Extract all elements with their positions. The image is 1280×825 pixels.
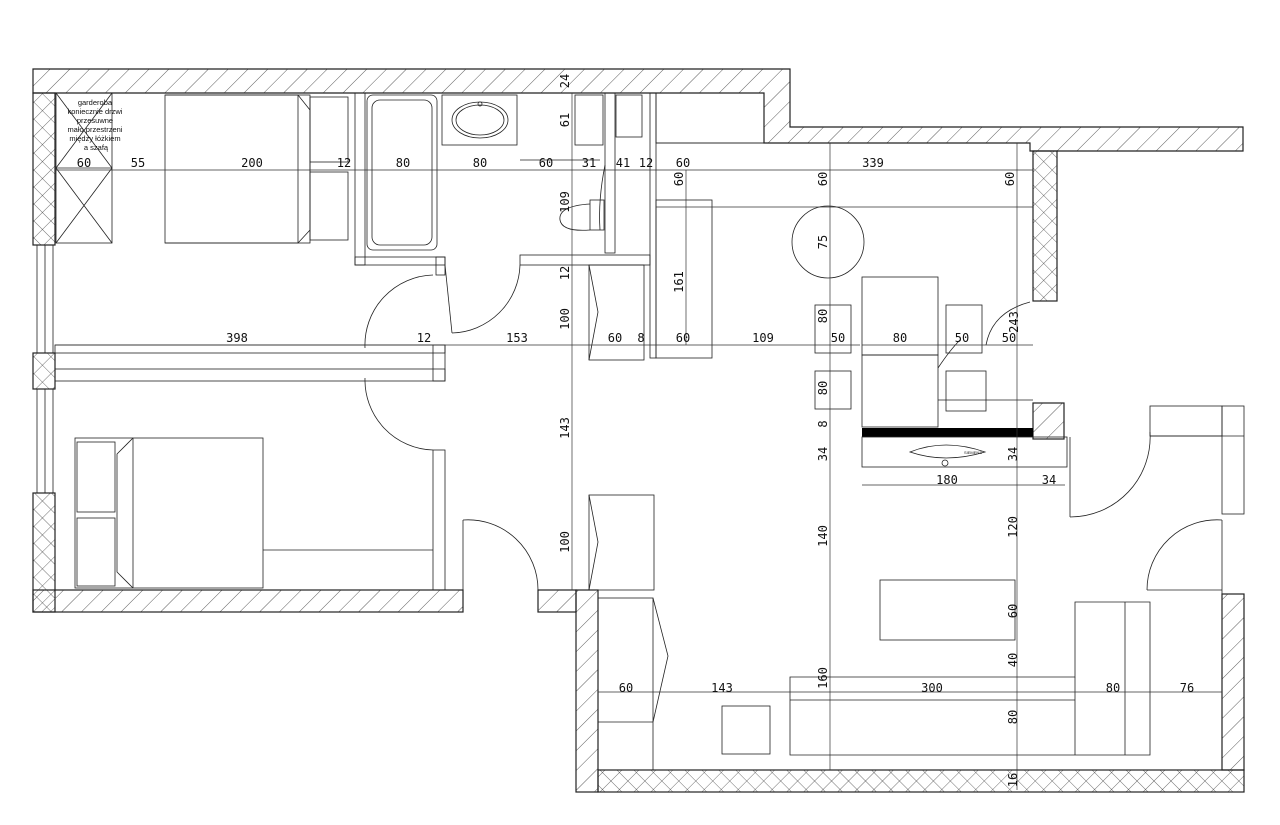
round-table — [791, 205, 865, 279]
sink — [441, 94, 518, 146]
dim-label: 41 — [616, 156, 630, 170]
dim-label: 34 — [1006, 447, 1020, 461]
coffee-table — [879, 579, 1016, 641]
dim-label: 109 — [558, 191, 572, 213]
left-windows — [36, 244, 54, 494]
dim-label: 50 — [831, 331, 845, 345]
dim-label: 300 — [921, 681, 943, 695]
bathroom-door — [520, 159, 606, 231]
dim-label: 120 — [1006, 516, 1020, 538]
dim-label: 31 — [582, 156, 596, 170]
dim-label: 80 — [1006, 710, 1020, 724]
sofa — [789, 601, 1151, 756]
dim-label: 100 — [558, 308, 572, 330]
dim-label: 50 — [955, 331, 969, 345]
dim-label: 398 — [226, 331, 248, 345]
dim-label: 75 — [816, 235, 830, 249]
dim-label: 60 — [816, 172, 830, 186]
dim-label: 143 — [558, 417, 572, 439]
dim-label: 61 — [558, 113, 572, 127]
desk-group — [814, 276, 1033, 428]
bar-counter: SIEMENS — [861, 428, 1068, 468]
dim-label: 80 — [816, 381, 830, 395]
bottom-stub-wall — [537, 589, 577, 613]
hall-cabinets — [588, 264, 655, 591]
dim-label: 12 — [639, 156, 653, 170]
exterior-walls — [32, 68, 1245, 793]
right-column — [1032, 402, 1065, 440]
entrance-doors — [1069, 431, 1223, 594]
toilet — [559, 94, 643, 231]
dim-label: 76 — [1180, 681, 1194, 695]
dim-label: 60 — [676, 331, 690, 345]
dim-label: 12 — [558, 266, 572, 280]
dim-label: 60 — [672, 172, 686, 186]
wardrobe-note: garderoba koniecznie drzwi przesuwne mał… — [67, 98, 124, 152]
dim-label: 55 — [131, 156, 145, 170]
right-wall-upper — [1032, 150, 1058, 302]
dim-label: 180 — [936, 473, 958, 487]
right-window — [1149, 405, 1245, 515]
bed-bottom — [74, 437, 433, 589]
dim-label: 160 — [816, 667, 830, 689]
dimension-labels: 60 55 200 12 80 80 60 31 41 12 60 339 24… — [77, 74, 1194, 787]
dim-label: 339 — [862, 156, 884, 170]
right-lower-wall — [1221, 593, 1245, 771]
kitchen-cabinets — [597, 597, 771, 771]
dim-label: 24 — [558, 74, 572, 88]
dim-label: 60 — [1003, 172, 1017, 186]
dim-label: 153 — [506, 331, 528, 345]
interior-walls — [54, 92, 765, 591]
dim-label: 161 — [672, 271, 686, 293]
dim-label: 60 — [539, 156, 553, 170]
dim-label: 60 — [77, 156, 91, 170]
dim-label: 140 — [816, 525, 830, 547]
bathtub — [366, 94, 438, 251]
dim-label: 12 — [417, 331, 431, 345]
dim-label: 100 — [558, 531, 572, 553]
kitchen-left-wall — [575, 589, 599, 793]
dim-label: 40 — [1006, 653, 1020, 667]
dim-label: 60 — [608, 331, 622, 345]
dim-label: 8 — [637, 331, 644, 345]
dim-label: 80 — [396, 156, 410, 170]
dimension-lines — [55, 93, 1222, 790]
dim-label: 34 — [1042, 473, 1056, 487]
dim-label: 243 — [1007, 311, 1021, 333]
dim-label: 60 — [1006, 604, 1020, 618]
dim-label: 16 — [1006, 773, 1020, 787]
dim-label: 34 — [816, 447, 830, 461]
dim-label: 109 — [752, 331, 774, 345]
wardrobe — [55, 92, 113, 244]
appliance-brand: SIEMENS — [964, 450, 982, 455]
top-wall — [32, 68, 1244, 152]
dim-label: 50 — [1002, 331, 1016, 345]
bottom-wall — [597, 769, 1245, 793]
hall-doors — [364, 264, 539, 591]
left-wall-middle — [32, 352, 56, 390]
dim-label: 143 — [711, 681, 733, 695]
dim-label: 8 — [816, 420, 830, 427]
dim-label: 80 — [473, 156, 487, 170]
dim-label: 12 — [337, 156, 351, 170]
dim-label: 80 — [1106, 681, 1120, 695]
left-wall-upper — [32, 92, 56, 246]
dim-label: 200 — [241, 156, 263, 170]
dim-label: 80 — [816, 309, 830, 323]
dim-label: 60 — [676, 156, 690, 170]
dim-label: 80 — [893, 331, 907, 345]
dim-label: 60 — [619, 681, 633, 695]
bottom-left-wall — [32, 589, 464, 613]
